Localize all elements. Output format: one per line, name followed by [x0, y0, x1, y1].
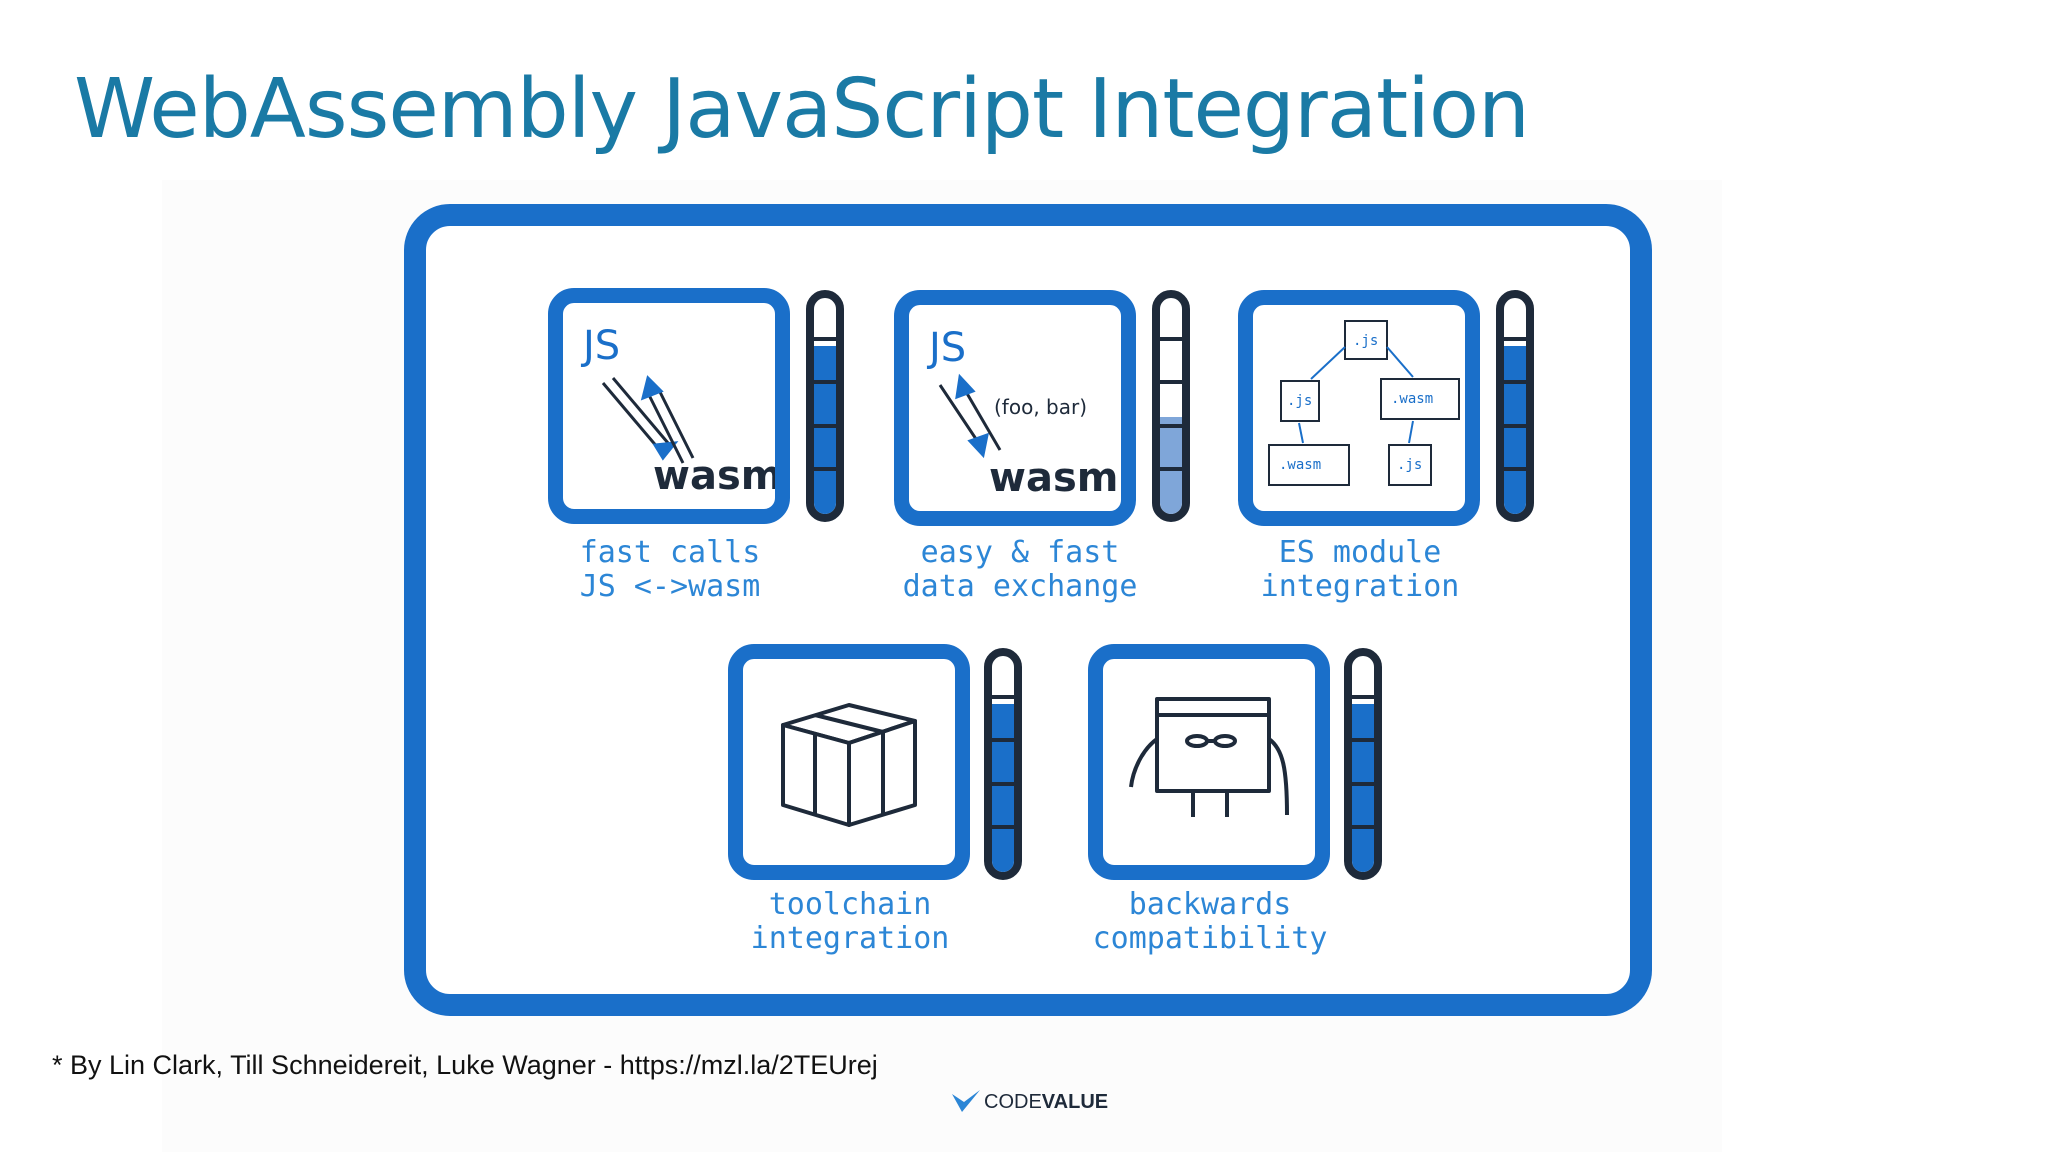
progress-tube-backwards-compat: [1344, 648, 1382, 880]
tube-segment-line: [814, 380, 836, 385]
tile-toolchain: [728, 644, 970, 880]
file-label: .js: [1353, 333, 1379, 349]
bidirectional-arrows-icon: [601, 375, 695, 464]
tube-segment-line: [1160, 466, 1182, 471]
tile-parameters-note: (foo, bar): [994, 395, 1088, 419]
tube-segment-line: [814, 337, 836, 342]
progress-tube-es-module: [1496, 290, 1534, 522]
tube-segment-line: [1504, 380, 1526, 385]
progress-fill: [1352, 703, 1374, 872]
progress-fill: [814, 345, 836, 514]
tube-segment-line: [1160, 380, 1182, 385]
tube-segment-line: [1504, 423, 1526, 428]
tube-segment-line: [1352, 695, 1374, 700]
tube-segment-line: [1352, 824, 1374, 829]
tube-segment-line: [1160, 423, 1182, 428]
progress-fill: [992, 703, 1014, 872]
progress-tube-fast-calls: [806, 290, 844, 522]
caption-es-module: ES module integration: [1260, 535, 1460, 604]
caption-fast-calls: fast calls JS <->wasm: [579, 535, 761, 604]
tube-segment-line: [814, 423, 836, 428]
file-label: .js: [1287, 393, 1313, 409]
exchange-arrows-icon: [938, 373, 1002, 459]
codevalue-check-icon: [952, 1090, 980, 1112]
tile-js-label: JS: [583, 323, 621, 369]
file-label: .wasm: [1391, 391, 1434, 407]
tile-js-label: JS: [929, 325, 967, 371]
tile-fast-calls: JS wasm: [548, 288, 790, 524]
tube-segment-line: [992, 695, 1014, 700]
caption-backwards-compat: backwards compatibility: [1092, 887, 1328, 956]
progress-tube-data-exchange: [1152, 290, 1190, 522]
caption-toolchain: toolchain integration: [750, 887, 950, 956]
browser-character-icon: [1129, 697, 1289, 817]
progress-fill: [1504, 345, 1526, 514]
progress-fill: [1160, 416, 1182, 514]
tube-segment-line: [1352, 738, 1374, 743]
file-label: .wasm: [1279, 457, 1322, 473]
tile-backwards-compat: [1088, 644, 1330, 880]
tube-segment-line: [1160, 337, 1182, 342]
tube-segment-line: [1504, 337, 1526, 342]
logo-text: CODEVALUE: [984, 1090, 1109, 1113]
tube-segment-line: [814, 466, 836, 471]
caption-data-exchange: easy & fast data exchange: [902, 535, 1138, 604]
tile-data-exchange: JS (foo, bar) wasm: [894, 290, 1136, 526]
tube-segment-line: [992, 824, 1014, 829]
slide-title: WebAssembly JavaScript Integration: [74, 62, 1530, 157]
module-graph-icon: [1268, 320, 1460, 486]
package-box-icon: [781, 703, 917, 827]
tube-segment-line: [1504, 466, 1526, 471]
tube-segment-line: [1352, 781, 1374, 786]
credit-text: * By Lin Clark, Till Schneidereit, Luke …: [52, 1050, 878, 1080]
tube-segment-line: [992, 781, 1014, 786]
file-label: .js: [1397, 457, 1423, 473]
codevalue-logo: CODEVALUE: [952, 1090, 1108, 1114]
tile-wasm-label: wasm: [989, 455, 1119, 501]
tile-wasm-label: wasm: [653, 453, 783, 499]
progress-tube-toolchain: [984, 648, 1022, 880]
tile-es-module: .js .js .wasm .wasm .js: [1238, 290, 1480, 526]
tube-segment-line: [992, 738, 1014, 743]
